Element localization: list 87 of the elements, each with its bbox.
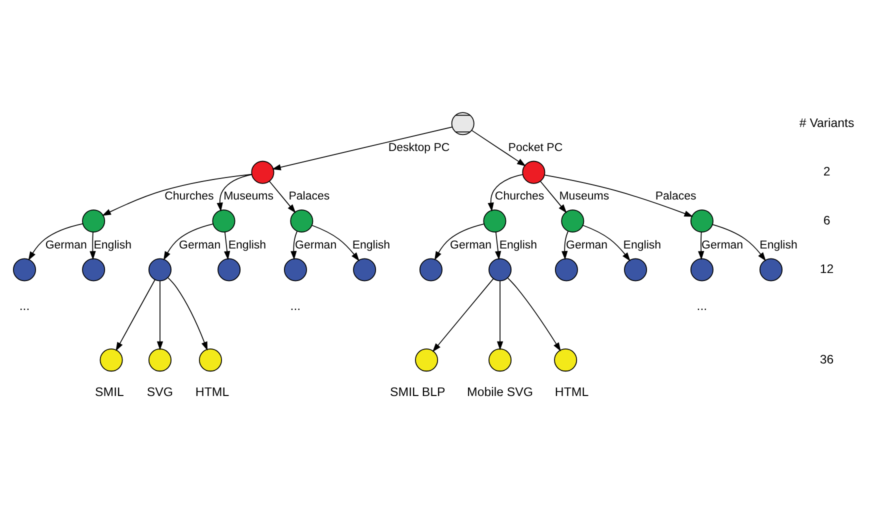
arrow [494,231,502,260]
label: ... [19,298,30,313]
label: ... [696,298,708,313]
edge-label: German [295,238,337,251]
node-circle [100,348,123,372]
arrow [28,222,83,260]
label: 12 [820,262,834,276]
node-circle [148,258,172,281]
node-circle [290,209,314,232]
arrow [116,278,156,351]
node-circle [624,258,648,281]
node-circle [82,209,106,232]
node-circle [554,348,578,372]
edge-label: English [760,238,798,251]
node-circle [690,258,714,281]
node-circle [198,348,222,372]
arrow [698,231,704,260]
edge-label: English [228,238,266,251]
arrow [507,277,561,351]
arrow [269,180,296,213]
arrow [90,231,96,260]
label: ... [290,298,301,313]
node-circle [148,348,172,372]
edge-label: English [623,238,662,251]
node-circle [353,258,376,281]
edge-label: German [179,238,221,251]
arrow [540,180,567,213]
arrow [434,223,484,260]
node-circle [218,258,241,281]
label: 2 [823,164,830,178]
edge-label: Museums [224,190,274,202]
edge-label: Desktop PC [388,141,450,154]
node-circle [12,258,36,281]
node-circle [554,258,578,281]
node-circle [483,209,506,232]
node-label: HTML [195,384,230,399]
edge-label: English [352,238,390,251]
arrow [156,280,164,350]
node-circle [251,160,274,184]
edge-label: English [94,238,132,251]
edge-label: Museums [559,190,610,202]
node-circle [419,258,442,281]
node-circle [415,348,438,372]
edge-label: German [566,238,608,251]
arrow [496,280,504,350]
node-label: SVG [146,384,174,399]
node-circle [82,258,106,281]
label: 36 [820,352,834,366]
arrow [544,174,694,216]
edge-label: Churches [164,190,214,202]
arrow [102,173,252,216]
edge-label: English [499,238,538,251]
node-circle [488,258,512,281]
arrow [272,126,453,170]
edge-label: Churches [494,190,544,202]
node-circle [488,348,512,372]
arrow [290,230,298,260]
arrow [224,231,230,260]
node-label: HTML [554,384,589,399]
label: # Variants [799,115,854,130]
node-circle [690,209,714,232]
node-circle [561,209,584,232]
arrow [168,276,208,350]
label: 6 [823,212,830,227]
arrow [488,174,524,212]
node-label: Mobile SVG [467,384,534,399]
edge-label: Palaces [655,190,696,202]
arrow [712,224,766,261]
arrow [471,130,526,166]
arrow [432,278,494,352]
arrow [163,223,214,260]
arrow [216,174,252,212]
node-circle [451,112,474,135]
node-circle [522,160,546,184]
node-label: SMIL BLP [390,384,446,399]
node-label: SMIL [95,384,124,399]
arrow [312,224,360,261]
edge-label: German [45,238,87,251]
edge-label: German [450,238,492,251]
edge-label: Pocket PC [508,141,563,154]
edge-label: German [702,238,744,251]
node-circle [760,258,783,281]
arrow [562,230,568,260]
edge-label: Palaces [288,190,330,202]
arrow [582,224,630,261]
node-circle [212,209,236,232]
node-circle [284,258,307,281]
